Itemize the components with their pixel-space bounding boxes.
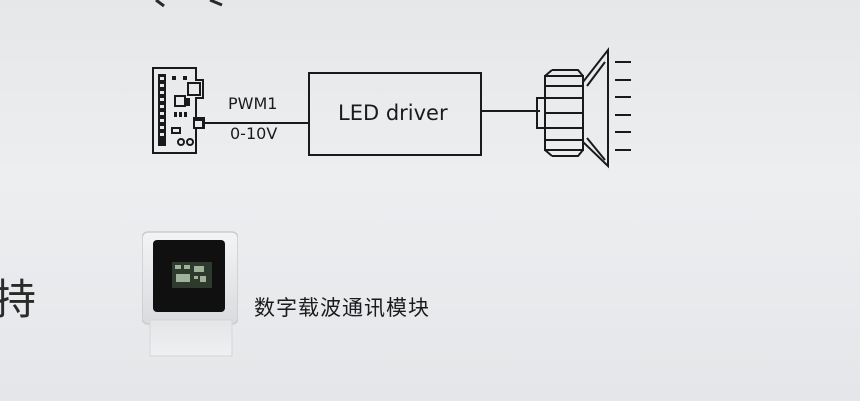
controller-board-icon [152,67,205,154]
led-driver-label: LED driver [338,101,448,125]
signal-label-voltage: 0-10V [230,124,278,143]
led-driver-box [308,72,482,156]
cropped-text-fragment [155,0,223,8]
carrier-module-photo [142,231,238,357]
cropped-heading-char: 持 [0,275,37,324]
led-control-diagram [152,47,631,169]
signal-label-pwm: PWM1 [228,94,278,113]
led-spotlight-icon [536,47,631,169]
module-caption: 数字载波通讯模块 [254,296,430,320]
